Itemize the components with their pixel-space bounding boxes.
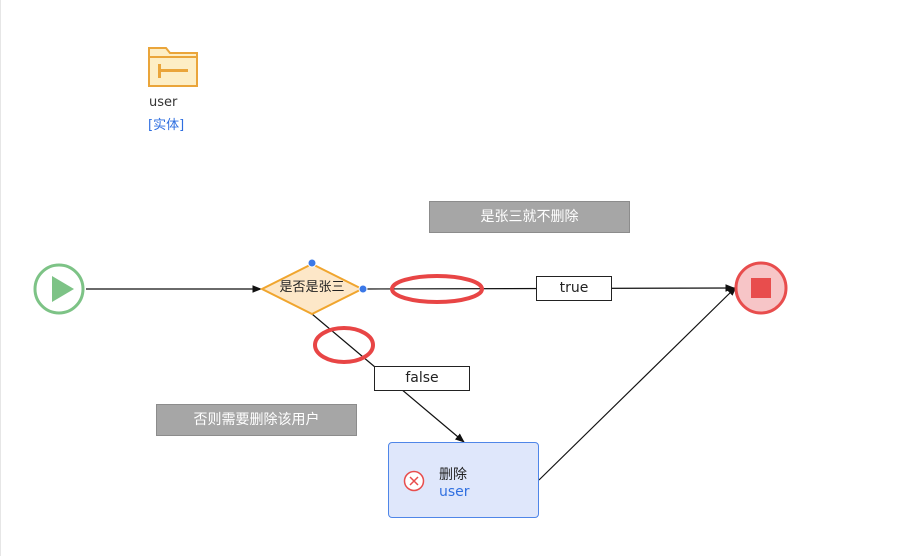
highlight-ring-false-edge bbox=[313, 326, 375, 364]
note-keep[interactable]: 是张三就不删除 bbox=[429, 201, 630, 233]
connector-handle-right bbox=[358, 284, 368, 294]
end-node[interactable] bbox=[734, 261, 788, 315]
canvas-border bbox=[0, 0, 1, 556]
entity-type-link[interactable]: [实体] bbox=[148, 118, 185, 133]
task-entity-link[interactable]: user bbox=[439, 484, 470, 500]
note-delete[interactable]: 否则需要删除该用户 bbox=[156, 404, 357, 436]
play-icon bbox=[52, 276, 74, 302]
close-circle-icon bbox=[403, 470, 425, 492]
edge-label-false[interactable]: false bbox=[374, 366, 470, 391]
decision-node[interactable] bbox=[259, 258, 368, 316]
entity-name: user bbox=[149, 95, 178, 110]
edge-label-true[interactable]: true bbox=[536, 276, 612, 301]
start-node[interactable] bbox=[33, 263, 85, 315]
edge-task-to-end[interactable] bbox=[538, 286, 737, 481]
task-delete-node[interactable]: 删除 user bbox=[388, 442, 539, 518]
entity-user[interactable]: user [实体] bbox=[147, 44, 207, 133]
decision-label: 是否是张三 bbox=[279, 280, 345, 295]
folder-icon bbox=[148, 47, 198, 87]
highlight-ring-true-edge bbox=[390, 274, 484, 304]
connector-handle-top bbox=[307, 258, 317, 268]
task-title: 删除 bbox=[439, 467, 467, 483]
stop-icon bbox=[751, 278, 771, 298]
